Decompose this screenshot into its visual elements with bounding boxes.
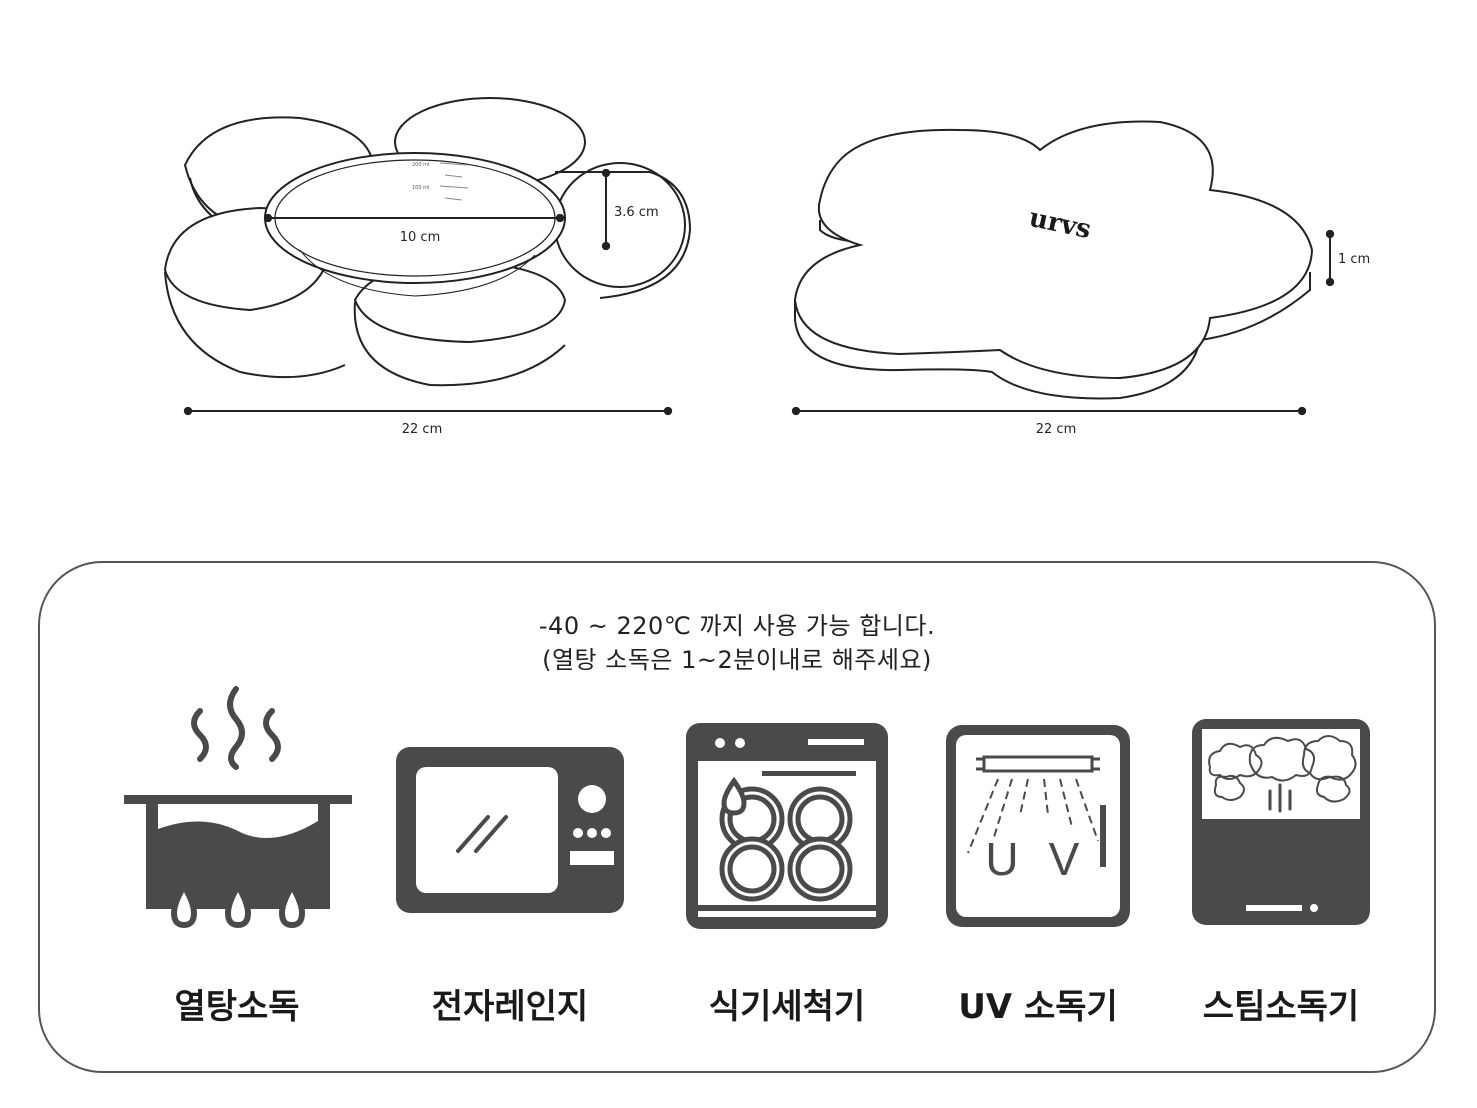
method-label-steam: 스팀소독기 — [1202, 987, 1360, 1027]
measurement-marks — [439, 162, 469, 201]
dishwasher-icon — [686, 723, 888, 929]
tray-petal — [554, 162, 686, 288]
steam-sterilizer-icon — [1192, 719, 1370, 925]
uv-sterilizer-icon: U V — [946, 725, 1130, 927]
product-dimension-diagram: 200 ml 100 ml 10 cm 3.6 cm 22 cm urvs 1 … — [163, 97, 1370, 437]
tray-width-label: 22 cm — [402, 422, 443, 437]
method-label-uv: UV 소독기 — [958, 987, 1118, 1027]
depth-label: 3.6 cm — [614, 205, 659, 220]
thickness-label: 1 cm — [1338, 252, 1370, 267]
boiling-pot-icon — [124, 686, 352, 929]
lid-width-label: 22 cm — [1036, 422, 1077, 437]
method-label-microwave: 전자레인지 — [431, 987, 589, 1027]
flower-lid-illustration — [793, 120, 1314, 400]
inner-width-label: 10 cm — [400, 230, 441, 245]
temperature-notice: -40 ~ 220℃ 까지 사용 가능 합니다. (열탕 소독은 1~2분이내로… — [40, 609, 1434, 677]
sterilization-note: (열탕 소독은 1~2분이내로 해주세요) — [542, 646, 932, 674]
tick-label-200: 200 ml — [412, 162, 429, 168]
temperature-range-text: -40 ~ 220℃ 까지 사용 가능 합니다. — [538, 612, 936, 640]
uv-letter-u: U — [985, 833, 1018, 885]
care-instructions-panel: -40 ~ 220℃ 까지 사용 가능 합니다. (열탕 소독은 1~2분이내로… — [38, 561, 1436, 1073]
lid-top-face — [793, 120, 1314, 380]
tick-label-100: 100 ml — [412, 185, 429, 191]
method-label-dishwasher: 식기세척기 — [708, 987, 866, 1027]
uv-letter-v: V — [1049, 833, 1080, 885]
microwave-icon — [396, 747, 624, 913]
method-label-boiling: 열탕소독 — [174, 987, 300, 1027]
